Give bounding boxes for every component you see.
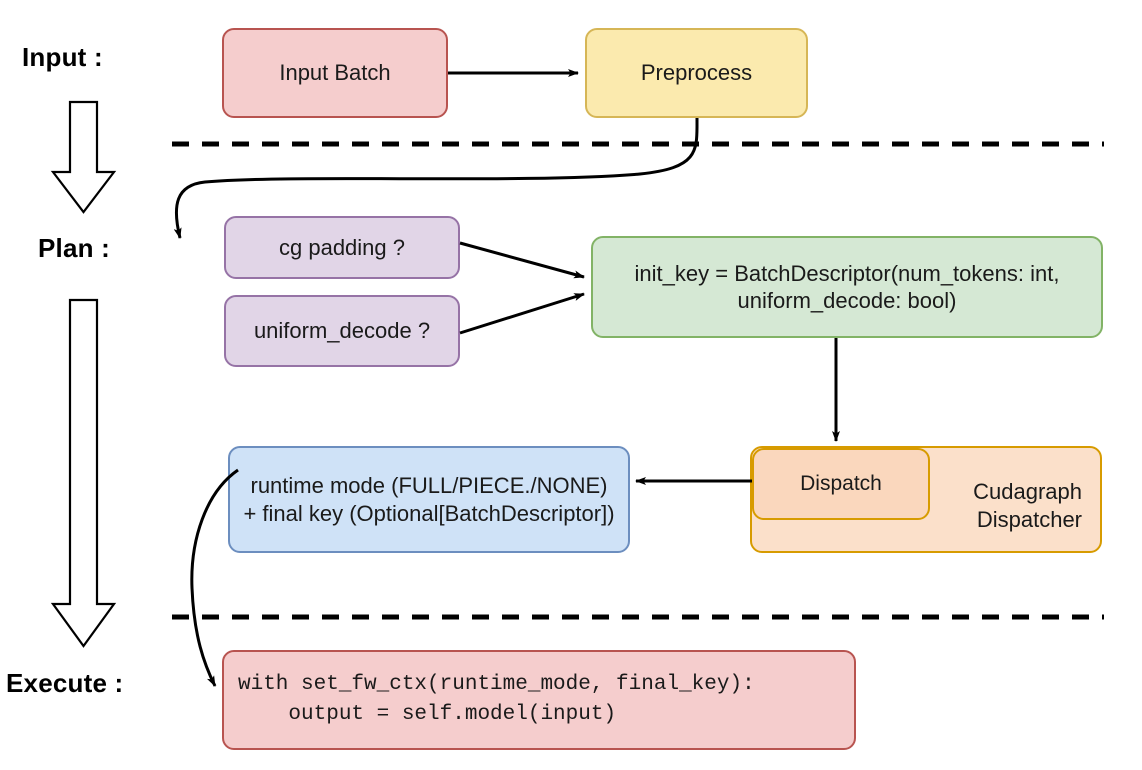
node-execute-code[interactable]: with set_fw_ctx(runtime_mode, final_key)…	[222, 650, 856, 750]
node-preprocess[interactable]: Preprocess	[585, 28, 808, 118]
node-runtime-mode[interactable]: runtime mode (FULL/PIECE./NONE) + final …	[228, 446, 630, 553]
node-execute-code-line2: output = self.model(input)	[238, 703, 617, 726]
edge-cg-padding-to-init-key	[459, 241, 585, 279]
node-init-key[interactable]: init_key = BatchDescriptor(num_tokens: i…	[591, 236, 1103, 338]
node-cg-padding-label: cg padding ?	[279, 234, 405, 260]
node-dispatch[interactable]: Dispatch	[752, 448, 930, 520]
plan-to-execute-flow-arrow	[50, 298, 117, 648]
stage-label-input: Input :	[22, 42, 103, 72]
node-input-batch[interactable]: Input Batch	[222, 28, 448, 118]
input-to-plan-flow-arrow	[50, 100, 117, 214]
node-runtime-mode-line1: runtime mode (FULL/PIECE./NONE)	[250, 473, 608, 498]
stage-label-execute: Execute :	[6, 668, 124, 698]
node-uniform-decode-label: uniform_decode ?	[253, 318, 431, 344]
node-input-batch-label: Input Batch	[279, 60, 391, 86]
stage-label-plan: Plan :	[38, 233, 110, 263]
node-runtime-mode-line2: + final key (Optional[BatchDescriptor])	[243, 500, 615, 526]
node-dispatch-label: Dispatch	[800, 471, 882, 495]
node-preprocess-label: Preprocess	[640, 60, 753, 86]
node-cudagraph-dispatcher-line2: Dispatcher	[976, 506, 1082, 532]
node-cg-padding[interactable]: cg padding ?	[224, 216, 460, 279]
node-uniform-decode[interactable]: uniform_decode ?	[224, 295, 460, 367]
node-execute-code-line1: with set_fw_ctx(runtime_mode, final_key)…	[238, 672, 755, 696]
node-init-key-line1: init_key = BatchDescriptor(num_tokens: i…	[634, 260, 1060, 286]
node-init-key-line2: uniform_decode: bool)	[737, 288, 957, 313]
edge-uniform-decode-to-init-key	[459, 292, 585, 335]
node-cudagraph-dispatcher-line1: Cudagraph	[973, 479, 1082, 504]
